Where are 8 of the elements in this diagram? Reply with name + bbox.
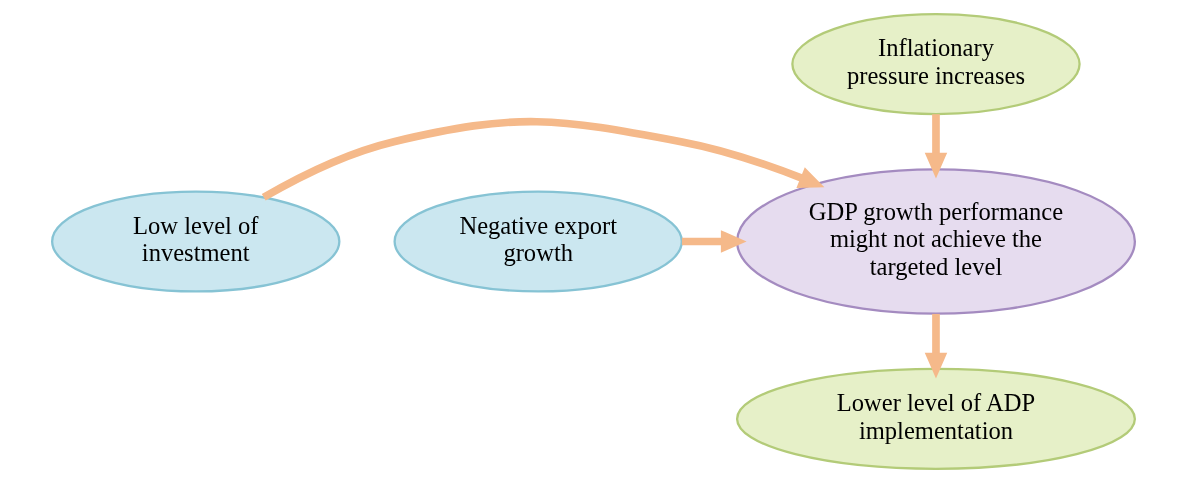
arrow <box>924 114 948 179</box>
node-ellipse: Inflationary pressure increases <box>791 13 1081 116</box>
node-ellipse: Negative export growth <box>393 190 683 293</box>
arrow <box>681 230 747 253</box>
arrow <box>261 117 825 201</box>
arrow <box>924 313 948 379</box>
node-ellipse: Lower level of ADP implementation <box>735 367 1136 470</box>
node-ellipse: Low level of investment <box>51 190 341 293</box>
